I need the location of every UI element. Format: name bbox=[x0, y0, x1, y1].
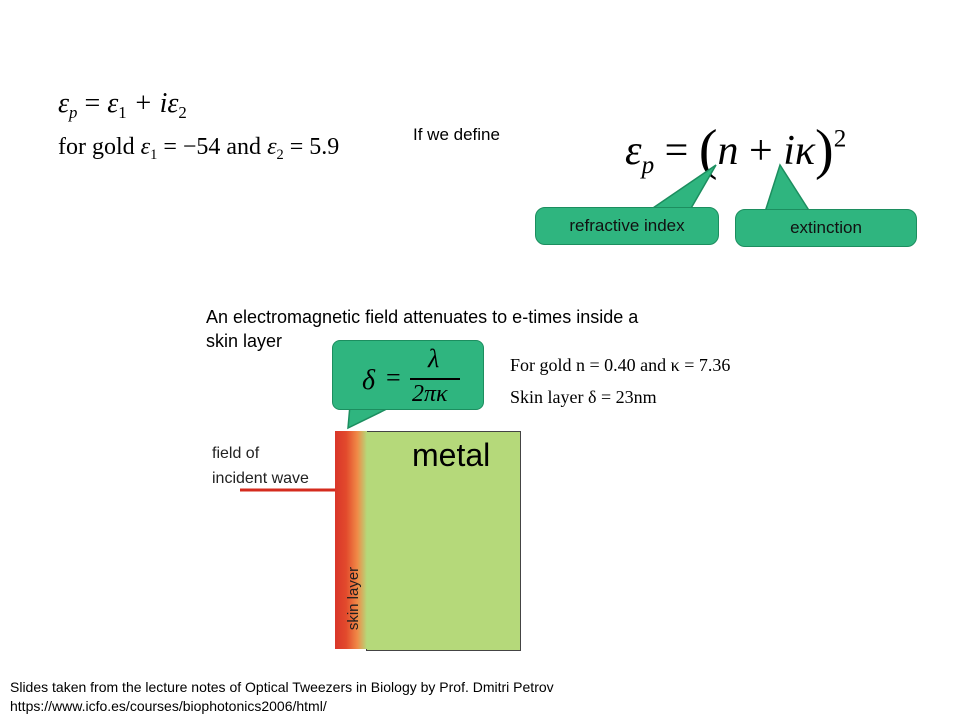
subscript-1: 1 bbox=[118, 102, 127, 122]
credit-url[interactable]: https://www.icfo.es/courses/biophotonics… bbox=[10, 698, 327, 714]
eps2-value: = 5.9 bbox=[289, 134, 340, 160]
close-paren: ) bbox=[815, 119, 834, 181]
equals-sign: = bbox=[84, 88, 101, 119]
for-gold-prefix: for gold bbox=[58, 134, 135, 160]
two-pi-kappa-denominator: 2πκ bbox=[412, 381, 448, 407]
skin-layer-depth-line: Skin layer δ = 23nm bbox=[510, 387, 657, 407]
plus-sign: + bbox=[749, 128, 773, 174]
i-symbol: i bbox=[783, 128, 795, 174]
lambda-numerator: λ bbox=[428, 344, 440, 373]
skin-depth-callout bbox=[332, 340, 484, 410]
open-paren: ( bbox=[698, 119, 718, 181]
refractive-index-pointer bbox=[647, 164, 717, 211]
epsilon-p-symbol: ε bbox=[625, 128, 642, 174]
source-credit: Slides taken from the lecture notes of O… bbox=[10, 678, 554, 716]
attenuation-statement: An electromagnetic field attenuates to e… bbox=[206, 307, 639, 351]
subscript-p: p bbox=[69, 102, 78, 122]
epsilon-2-symbol: ε bbox=[167, 88, 179, 119]
equals-sign: = bbox=[386, 363, 401, 392]
skin-layer-label: skin layer bbox=[345, 566, 363, 631]
equals-sign: = bbox=[664, 128, 689, 174]
gold-permittivity-values: for gold ε1 = −54 and ε2 = 5.9 bbox=[58, 134, 339, 164]
subscript-2: 2 bbox=[178, 102, 187, 122]
extinction-label: extinction bbox=[790, 218, 862, 237]
skin-layer-strip bbox=[335, 431, 367, 649]
credit-line-1: Slides taken from the lecture notes of O… bbox=[10, 679, 554, 695]
eps1-value: = −54 and bbox=[163, 134, 262, 160]
epsilon-2-symbol: ε bbox=[267, 134, 277, 160]
fraction-bar bbox=[410, 378, 460, 380]
field-label-line-1: field of bbox=[212, 445, 260, 462]
define-text: If we define bbox=[413, 125, 500, 144]
subscript-2: 2 bbox=[276, 147, 284, 164]
permittivity-definition-equation: εp = ε1 + iε2 bbox=[58, 88, 187, 123]
metal-block bbox=[366, 431, 521, 651]
power-2: 2 bbox=[833, 125, 847, 153]
gold-skin-values: For gold n = 0.40 and κ = 7.36 Skin laye… bbox=[510, 349, 730, 413]
extinction-pointer bbox=[763, 163, 812, 213]
delta-symbol: δ bbox=[362, 365, 376, 396]
extinction-callout: extinction bbox=[735, 209, 917, 247]
refractive-index-label: refractive index bbox=[569, 216, 685, 235]
metal-label: metal bbox=[412, 437, 491, 473]
subscript-p: p bbox=[641, 151, 655, 179]
complex-index-formula: εp = (n + iκ)2 bbox=[625, 118, 846, 182]
epsilon-1-symbol: ε bbox=[140, 134, 151, 160]
gold-n-kappa-line: For gold n = 0.40 and κ = 7.36 bbox=[510, 355, 731, 375]
epsilon-1-symbol: ε bbox=[107, 88, 119, 119]
subscript-1: 1 bbox=[150, 147, 158, 164]
kappa-symbol: κ bbox=[794, 128, 816, 174]
incident-field-label: field of incident wave bbox=[212, 441, 309, 491]
plus-i: + i bbox=[133, 88, 168, 119]
epsilon-p-symbol: ε bbox=[58, 88, 70, 119]
field-label-line-2: incident wave bbox=[212, 470, 309, 487]
n-symbol: n bbox=[717, 128, 739, 174]
refractive-index-callout: refractive index bbox=[535, 207, 719, 245]
